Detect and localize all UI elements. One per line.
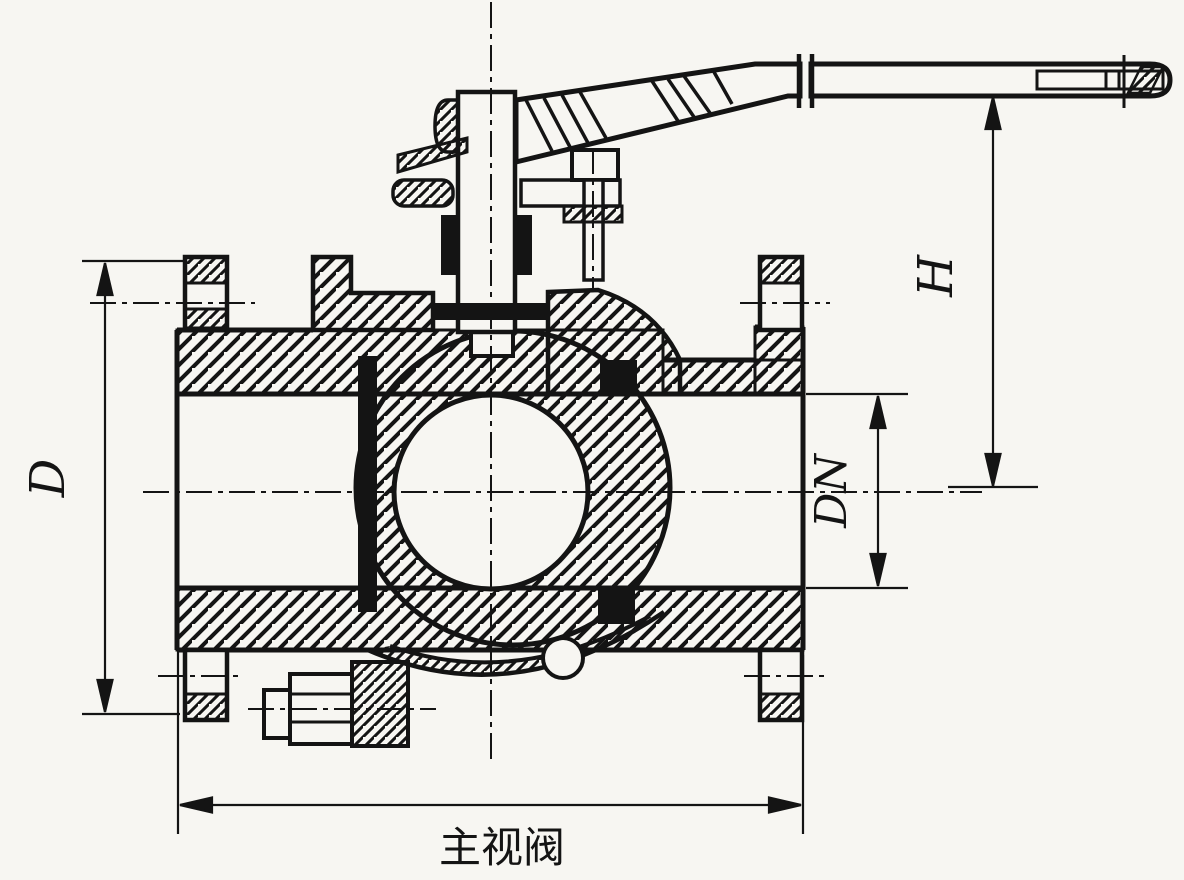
stem-assembly bbox=[391, 89, 624, 335]
handle-grip-hatch bbox=[524, 71, 734, 152]
centerlines bbox=[90, 2, 982, 762]
dimension-handle-height bbox=[948, 95, 1038, 489]
dimension-overall-width bbox=[176, 648, 805, 834]
ear-bar bbox=[391, 178, 455, 208]
gland-seal bbox=[431, 303, 546, 320]
packing-right bbox=[515, 215, 532, 275]
label-flange-diameter: D bbox=[20, 459, 76, 498]
gland-bolt-head bbox=[570, 148, 620, 182]
drawing-caption: 主视阀 bbox=[439, 823, 565, 872]
packing-left bbox=[441, 215, 458, 275]
handle-end-slot bbox=[1035, 69, 1165, 91]
label-handle-height: H bbox=[908, 254, 964, 298]
ear-strip bbox=[396, 136, 469, 174]
right-flange bbox=[757, 254, 805, 723]
stem bbox=[455, 89, 518, 335]
handle-end-cap bbox=[1125, 65, 1166, 95]
cap-bump bbox=[541, 636, 585, 680]
dimension-nominal-bore bbox=[806, 392, 908, 590]
seat-seals bbox=[358, 356, 637, 624]
handle-lever bbox=[513, 54, 1173, 166]
gland-plate bbox=[519, 178, 622, 208]
label-nominal-bore: DN bbox=[806, 453, 857, 529]
left-flange bbox=[182, 254, 230, 723]
dimension-flange-diameter bbox=[82, 259, 186, 716]
